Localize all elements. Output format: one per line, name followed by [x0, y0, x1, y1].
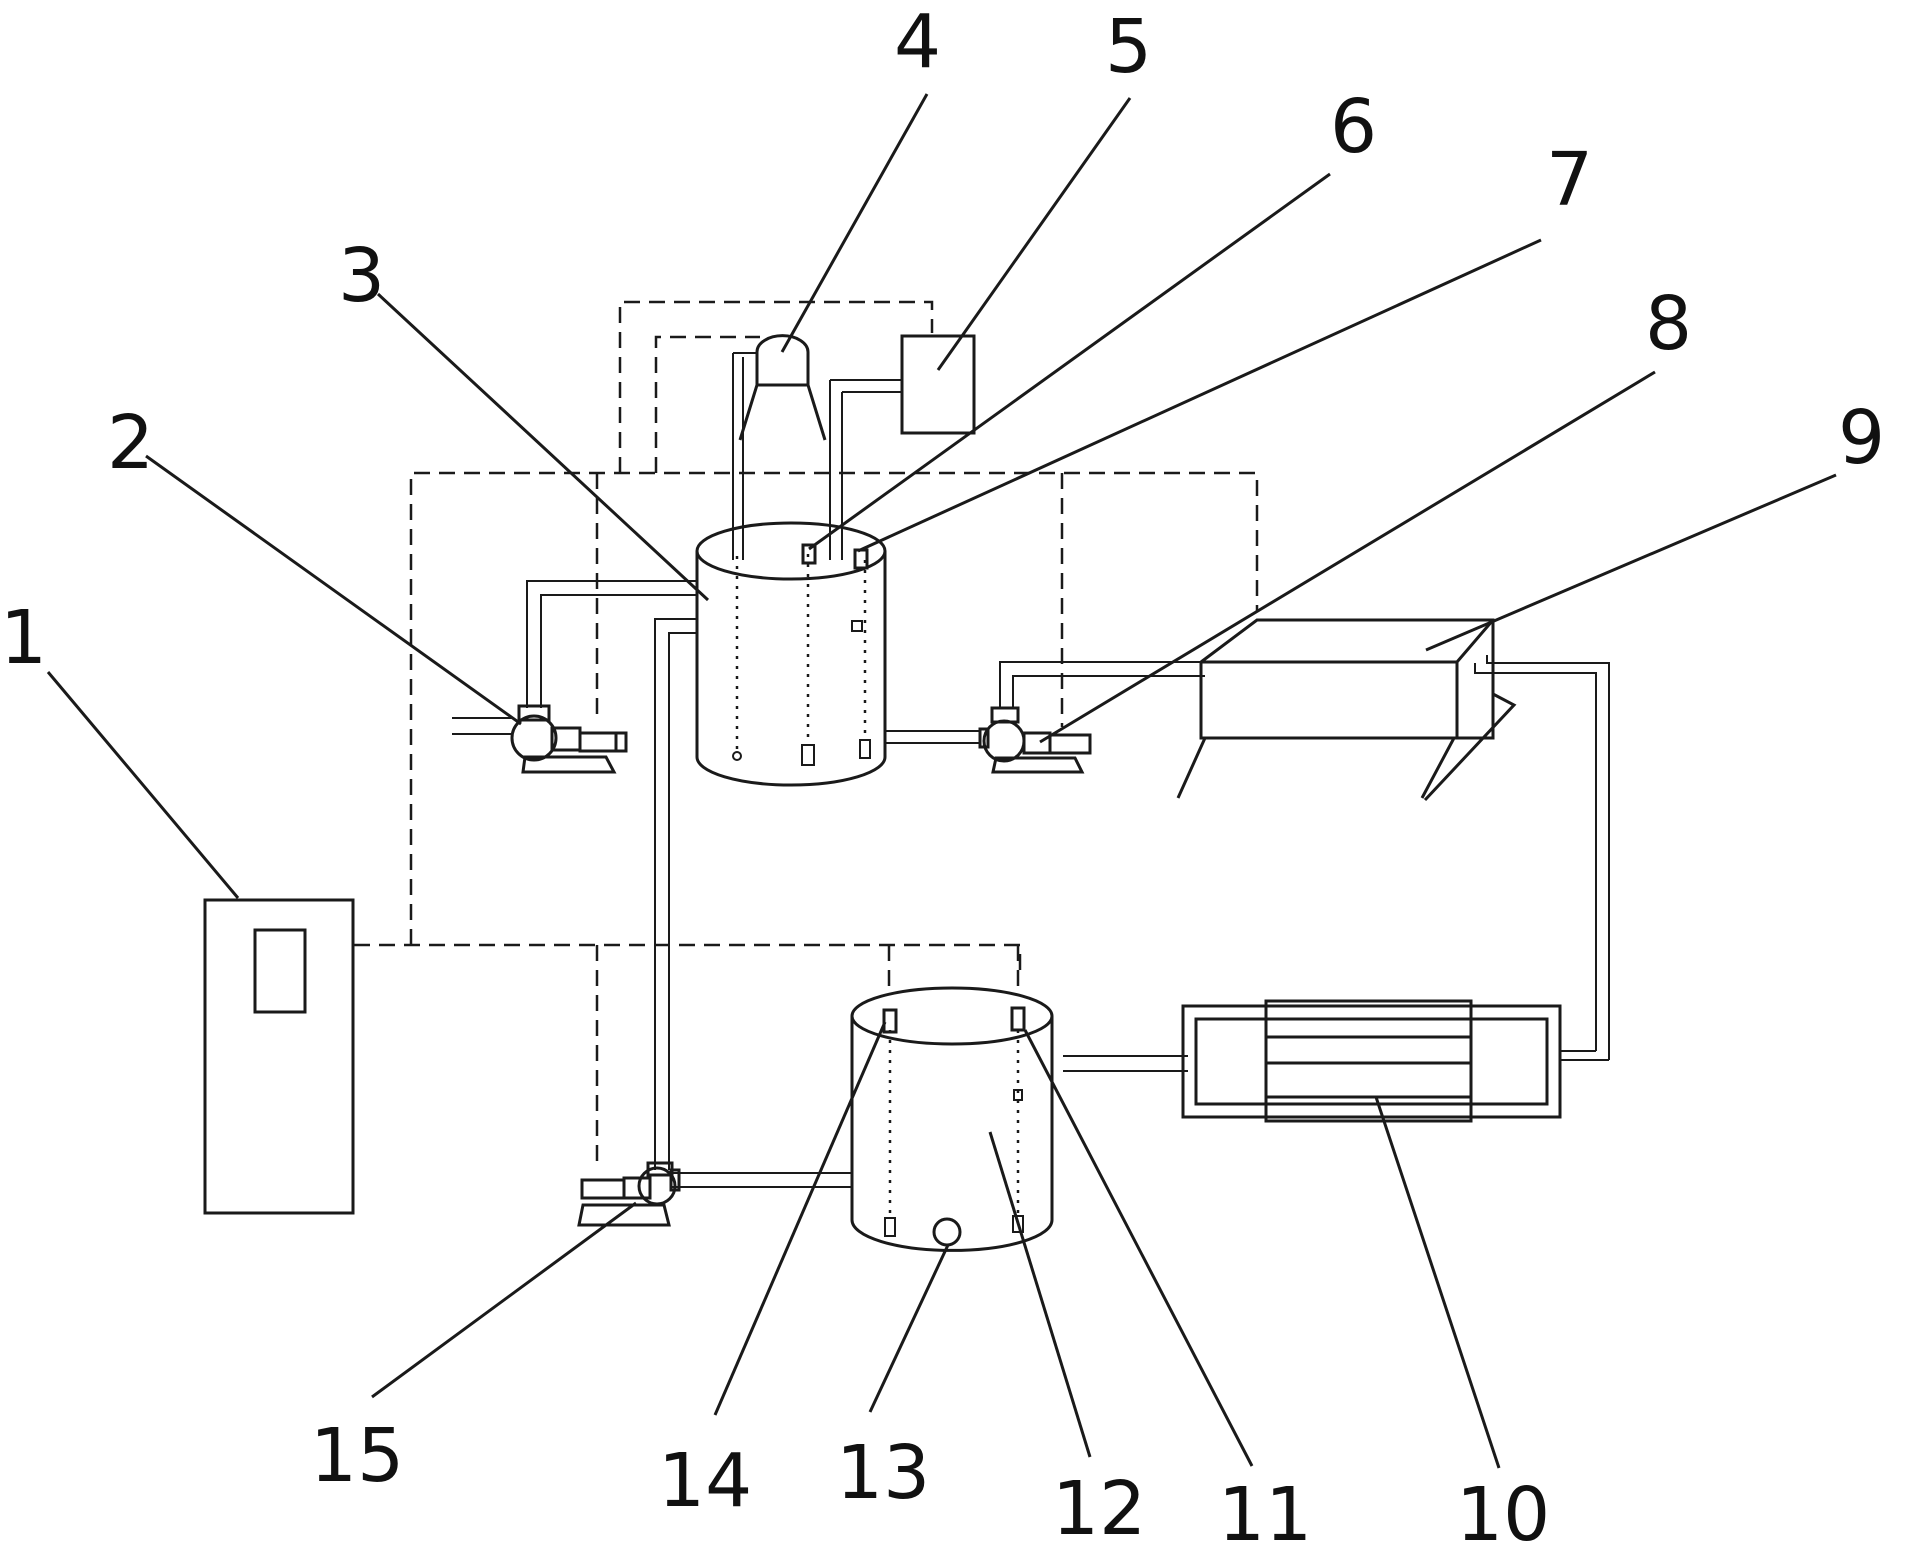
label-2: 2 — [107, 400, 154, 486]
leader-lines — [46, 93, 1837, 1469]
control-signal-lines — [354, 300, 1259, 1165]
monitor-box — [829, 334, 976, 560]
label-3: 3 — [338, 233, 385, 319]
label-5: 5 — [1105, 4, 1152, 90]
dosing-tank — [732, 334, 827, 560]
membrane-module — [1063, 999, 1609, 1123]
label-10: 10 — [1456, 1472, 1550, 1543]
label-7: 7 — [1546, 137, 1593, 223]
inlet-pump — [452, 580, 700, 774]
reaction-tank — [695, 521, 887, 787]
label-15: 15 — [310, 1413, 404, 1499]
backwash-pump — [577, 1161, 852, 1227]
label-12: 12 — [1052, 1466, 1146, 1543]
settling-trough — [1176, 618, 1610, 1060]
label-8: 8 — [1645, 281, 1692, 367]
label-4: 4 — [894, 0, 941, 85]
control-cabinet — [203, 898, 355, 1215]
label-11: 11 — [1218, 1472, 1312, 1543]
label-6: 6 — [1330, 84, 1377, 170]
label-9: 9 — [1838, 395, 1885, 481]
return-pipe — [654, 618, 697, 1170]
label-1: 1 — [0, 595, 47, 681]
clean-water-tank — [850, 986, 1054, 1252]
label-13: 13 — [836, 1430, 930, 1516]
label-14: 14 — [658, 1438, 752, 1524]
transfer-pump — [885, 661, 1205, 774]
